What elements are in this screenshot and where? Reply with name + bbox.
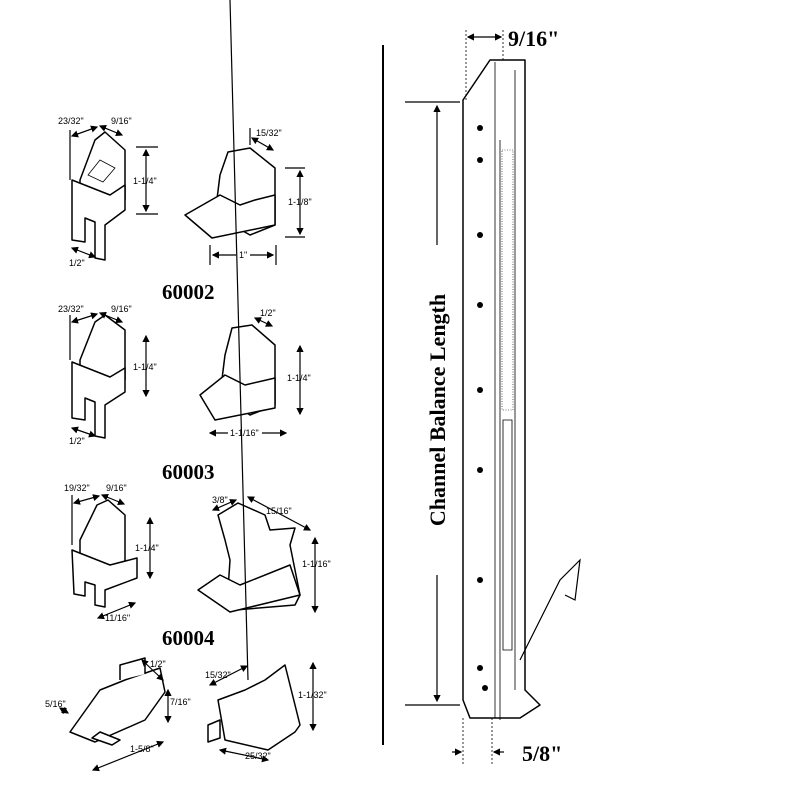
dim-label: 19/32": [64, 483, 90, 493]
pivot-shoe-row-1: 23/32" 9/16" 1-1/4" 1/2" 15/32" 1-1/8" 1…: [58, 116, 312, 304]
dim-label: 25/32": [245, 751, 271, 761]
pivot-shoe-row-4: 1/2" 5/16" 7/16" 1-5/8" 15/32" 1-1/32" 2…: [45, 0, 327, 772]
dim-label: 15/32": [256, 128, 282, 138]
dim-label: 1": [239, 250, 247, 260]
dim-label: 1-1/4": [133, 176, 157, 186]
dim-label: 1-1/4": [133, 362, 157, 372]
dim-label: 15/32": [205, 670, 231, 680]
dim-label: 1-1/8": [288, 197, 312, 207]
dim-label: 3/8": [212, 495, 228, 505]
pivot-shoe-row-3: 19/32" 9/16" 1-1/4" 11/16" 3/8" 15/16" 1…: [64, 483, 331, 650]
dim-label: 1-1/16": [230, 428, 259, 438]
dim-label: 1/2": [69, 436, 85, 446]
dim-label: 1/2": [260, 308, 276, 318]
part-number: 60003: [162, 460, 215, 484]
dim-label: 9/16": [106, 483, 127, 493]
dim-label: 23/32": [58, 304, 84, 314]
dim-label: 1-1/4": [135, 543, 159, 553]
pivot-shoe-row-2: 23/32" 9/16" 1-1/4" 1/2" 1/2" 1-1/4" 1-1…: [58, 304, 311, 484]
dim-label: 1/2": [69, 258, 85, 268]
dim-label: 23/32": [58, 116, 84, 126]
dim-label: 1-1/4": [287, 373, 311, 383]
part-number: 60004: [162, 626, 215, 650]
dim-label: 5/16": [45, 699, 66, 709]
bottom-width-label: 5/8": [522, 741, 562, 766]
dim-label: 7/16": [170, 697, 191, 707]
channel-balance-drawing: [405, 30, 581, 765]
dim-label: 11/16": [105, 613, 130, 623]
shoe-drawing-right: [184, 128, 305, 265]
dim-label: 1-5/8": [130, 744, 154, 754]
channel-length-label: Channel Balance Length: [425, 294, 450, 526]
part-number: 60002: [162, 280, 215, 304]
channel-holes: [477, 125, 488, 691]
dim-label: 1/2": [150, 659, 166, 669]
shoe-drawing-left: [69, 124, 158, 261]
dim-label: 15/16": [266, 506, 292, 516]
dim-label: 1-1/32": [298, 690, 327, 700]
dim-label: 1-1/16": [302, 559, 331, 569]
dim-label: 9/16": [111, 304, 132, 314]
top-width-label: 9/16": [508, 26, 559, 51]
dim-label: 9/16": [111, 116, 132, 126]
